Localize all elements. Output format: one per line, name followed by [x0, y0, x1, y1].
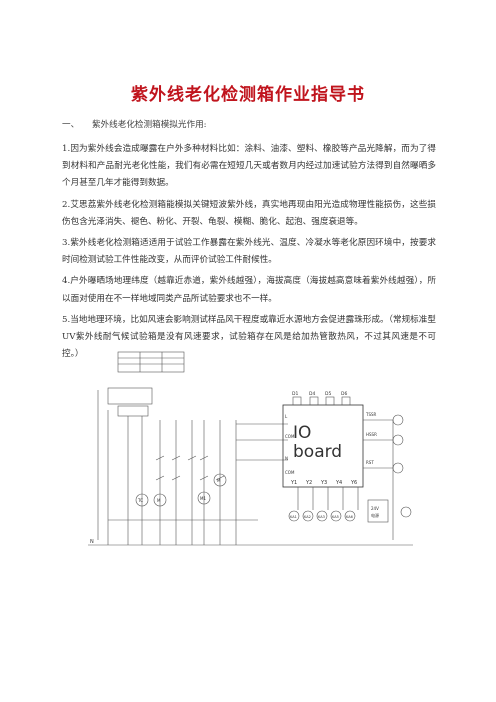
breaker-block [117, 405, 149, 417]
paragraph-1: 1.因为紫外线会造成曝露在户外多种材料比如：涂料、油漆、塑料、橡胶等产品光降解，… [62, 144, 436, 189]
relay-icon [302, 510, 314, 522]
relay-label: KA3 [318, 515, 325, 519]
port-label: COM [285, 434, 295, 439]
io-board-label: board [293, 442, 342, 462]
output-label: Y4 [335, 480, 342, 486]
port-label: L [285, 414, 288, 419]
document-body: 1.因为紫外线会造成曝露在户外多种材料比如：涂料、油漆、塑料、橡胶等产品光降解，… [62, 141, 436, 367]
relay-icon [344, 510, 356, 522]
paragraph-4: 4.户外曝晒场地理纬度（越靠近赤道，紫外线越强），海拔高度（海拔越高意味着紫外线… [62, 276, 436, 304]
io-board-label: IO [293, 423, 311, 443]
power-supply [367, 499, 389, 523]
port-label: HSSR [366, 432, 377, 437]
paragraph-5: 5.当地地理环境，比如风速会影响测试样品风干程度或靠近水源地方会促进露珠形成。（… [62, 314, 436, 360]
line-label: N [90, 539, 94, 545]
motor-label: M [157, 498, 161, 503]
output-label: Y6 [350, 480, 357, 486]
terminal-icon [392, 462, 404, 474]
terminal-icon [392, 414, 404, 426]
motor-icon [400, 506, 412, 518]
output-label: Y2 [305, 480, 312, 486]
relay-icon [330, 510, 342, 522]
port-label: D6 [341, 391, 347, 397]
section-heading-text: 紫外线老化检测箱模拟光作用: [91, 120, 207, 130]
motor-label: TC [137, 498, 143, 503]
relay-icon [288, 510, 300, 522]
section-heading: 一、 紫外线老化检测箱模拟光作用: [62, 118, 207, 130]
relay-icon [316, 510, 328, 522]
paragraph-3: 3.紫外线老化检测箱适适用于试验工作暴露在紫外线光、温度、冷凝水等老化原因环境中… [62, 238, 436, 266]
relay-label: KA6 [346, 515, 353, 519]
motor-icon [153, 493, 167, 507]
motor-icon [213, 473, 227, 487]
motor-label: M1 [200, 496, 206, 501]
motor-icon [197, 491, 211, 505]
power-label: 电源 [371, 512, 379, 518]
document-title: 紫外线老化检测箱作业指导书 [131, 85, 365, 105]
port-label: TSSR [365, 412, 377, 417]
relay-label: KA5 [332, 515, 339, 519]
paragraph-2: 2.艾思荔紫外线老化检测箱能模拟关键短波紫外线，真实地再现由阳光造成物理性能损伤… [62, 199, 436, 227]
port-label: D5 [325, 391, 331, 397]
breaker-block [107, 387, 153, 405]
port-label: RST [366, 460, 374, 465]
io-board [282, 404, 364, 488]
motor-icon [135, 493, 149, 507]
port-label: COM [285, 470, 295, 475]
port-label: D1 [292, 391, 298, 397]
title-block [117, 351, 185, 373]
relay-label: KA1 [290, 515, 297, 519]
relay-label: KA2 [304, 515, 311, 519]
wiring-diagram: IO board D1 D4 D5 D6 TSSR HSSR RST L COM… [88, 351, 413, 546]
terminal-icon [392, 434, 404, 446]
output-label: Y3 [320, 480, 327, 486]
port-label: D4 [309, 391, 315, 397]
power-label: 24V [371, 506, 379, 511]
motor-label: M [217, 478, 221, 483]
output-label: Y1 [290, 480, 297, 486]
port-label: N [285, 456, 288, 461]
section-number: 一、 [62, 120, 80, 130]
